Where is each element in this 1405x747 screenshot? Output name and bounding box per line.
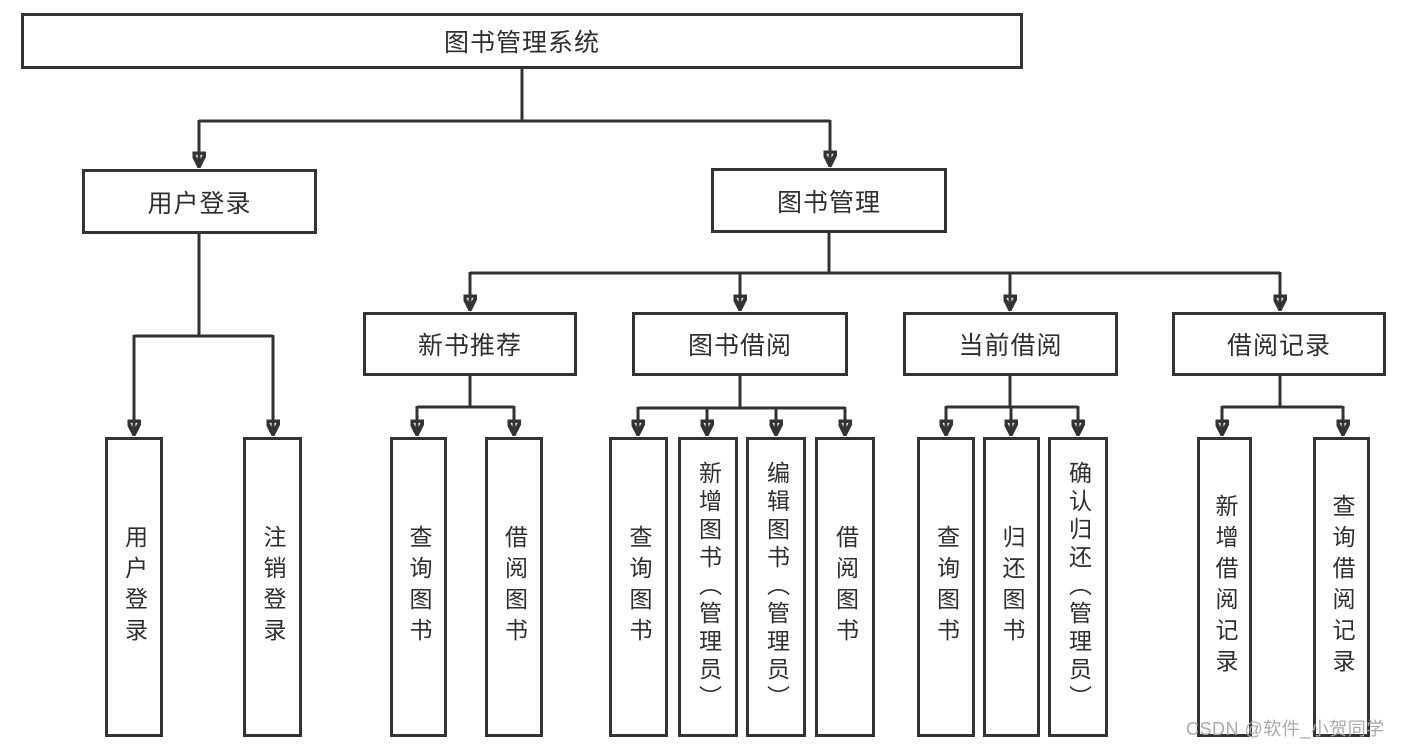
leaf-query-borrow-record: 查询借阅记录 (1313, 437, 1370, 737)
leaf-query-book-1: 查询图书 (390, 437, 447, 737)
leaf-user-login: 用户登录 (105, 437, 163, 737)
watermark: CSDN @软件_小贺同学 (1186, 719, 1385, 739)
node-book-borrow: 图书借阅 (632, 312, 848, 376)
node-root: 图书管理系统 (21, 13, 1023, 69)
leaf-edit-book-admin: 编辑图书（管理员） (746, 437, 806, 737)
leaf-logout: 注销登录 (243, 437, 302, 737)
connector-new-book (417, 376, 514, 409)
connector-user-login (134, 234, 273, 338)
connector-book-borrow (638, 376, 845, 410)
node-new-book-recommend: 新书推荐 (363, 312, 577, 376)
node-borrow-record: 借阅记录 (1172, 312, 1386, 376)
leaf-confirm-return-admin: 确认归还（管理员） (1048, 437, 1108, 737)
node-user-login: 用户登录 (82, 169, 317, 234)
leaf-query-book-3: 查询图书 (917, 437, 975, 737)
connector-current-borrow (946, 376, 1078, 409)
node-book-management: 图书管理 (711, 168, 947, 233)
connector-borrow-record (1222, 376, 1343, 409)
leaf-return-book: 归还图书 (983, 437, 1040, 737)
connector-root (199, 69, 830, 123)
leaf-add-book-admin: 新增图书（管理员） (678, 437, 738, 737)
node-current-borrow: 当前借阅 (903, 312, 1118, 376)
leaf-borrow-book-1: 借阅图书 (485, 437, 543, 737)
leaf-add-borrow-record: 新增借阅记录 (1197, 437, 1252, 737)
leaf-borrow-book-2: 借阅图书 (815, 437, 875, 737)
leaf-query-book-2: 查询图书 (609, 437, 668, 737)
connector-book-mgmt (470, 233, 1280, 275)
